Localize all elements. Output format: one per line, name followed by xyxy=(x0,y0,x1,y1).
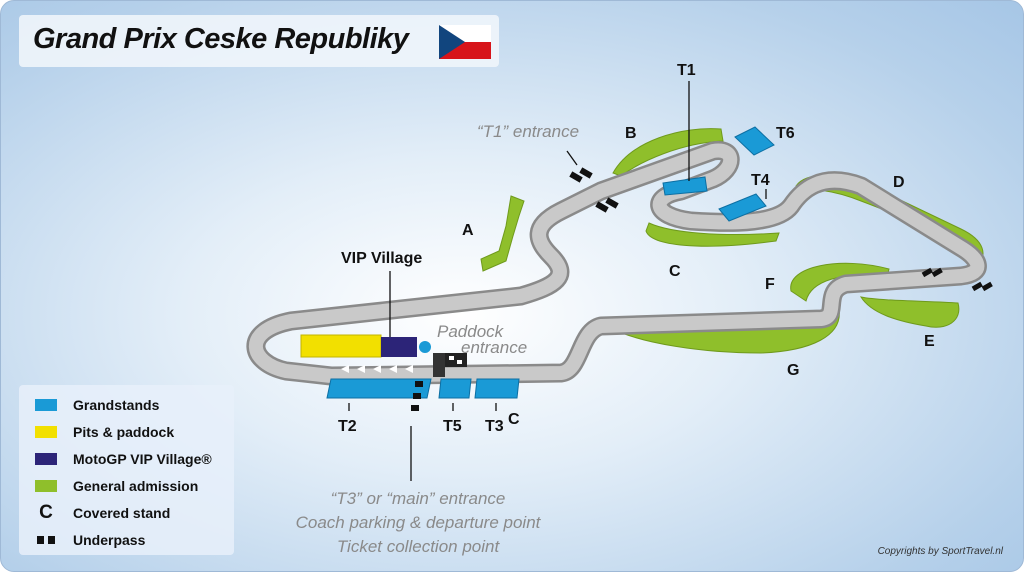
covered-letter-icon: C xyxy=(39,502,53,523)
main-entrance-line: “T3” or “main” entrance xyxy=(330,489,506,508)
czech-flag-icon xyxy=(439,25,491,59)
legend-item-covered: C Covered stand xyxy=(35,503,170,523)
vip-swatch-icon xyxy=(35,453,57,465)
label-b: B xyxy=(625,125,637,142)
title-box: Grand Prix Ceske Republiky xyxy=(19,15,499,67)
main-entrance-label: “T3” or “main” entrance Coach parking & … xyxy=(263,487,573,559)
label-t2: T2 xyxy=(338,418,357,435)
grandstand-t4 xyxy=(718,193,767,222)
label-t5: T5 xyxy=(443,418,462,435)
label-t3-covered: C xyxy=(508,411,520,428)
legend-label: Underpass xyxy=(73,532,146,548)
vip-village xyxy=(381,337,417,357)
grandstand-swatch-icon xyxy=(35,399,57,411)
grandstand-t5 xyxy=(438,378,472,399)
grandstand-t2 xyxy=(326,378,432,399)
pits-paddock xyxy=(300,334,382,358)
legend-label: Grandstands xyxy=(73,397,160,413)
label-t1: T1 xyxy=(677,62,696,79)
grandstand-t6 xyxy=(734,126,775,156)
label-a: A xyxy=(462,222,474,239)
legend-item-ga: General admission xyxy=(35,476,198,496)
ga-area-b xyxy=(612,128,724,177)
underpass-icon xyxy=(35,534,57,546)
legend-item-vip: MotoGP VIP Village® xyxy=(35,449,212,469)
legend-item-underpass: Underpass xyxy=(35,530,145,550)
t1-entrance-label: “T1” entrance xyxy=(477,122,579,141)
legend: Grandstands Pits & paddock MotoGP VIP Vi… xyxy=(19,385,234,555)
ga-area-f xyxy=(790,262,890,302)
pits-swatch-icon xyxy=(35,426,57,438)
label-c: C xyxy=(669,263,681,280)
pit-lane-arrows xyxy=(341,365,413,373)
checkered-flag-icon xyxy=(433,353,467,377)
vip-marker xyxy=(419,341,431,353)
label-g: G xyxy=(787,362,799,379)
label-f: F xyxy=(765,276,775,293)
legend-label: MotoGP VIP Village® xyxy=(73,451,212,467)
legend-item-pits: Pits & paddock xyxy=(35,422,174,442)
label-d: D xyxy=(893,174,905,191)
coach-parking-line: Coach parking & departure point xyxy=(295,513,541,532)
paddock-entrance-label-2: entrance xyxy=(461,338,527,357)
label-e: E xyxy=(924,333,935,350)
label-vip-village: VIP Village xyxy=(341,250,422,267)
paddock-entrance-label-1: Paddock xyxy=(437,322,505,341)
ga-swatch-icon xyxy=(35,480,57,492)
legend-label: General admission xyxy=(73,478,199,494)
legend-label: Covered stand xyxy=(73,505,171,521)
legend-label: Pits & paddock xyxy=(73,424,175,440)
underpass-markers xyxy=(411,167,993,411)
ga-area-a xyxy=(480,195,525,272)
label-t4: T4 xyxy=(751,172,770,189)
ga-area-e xyxy=(859,296,960,328)
label-t3: T3 xyxy=(485,418,504,435)
copyright: Copyrights by SportTravel.nl xyxy=(877,546,1003,557)
grandstand-t3 xyxy=(474,378,520,399)
grandstand-t1 xyxy=(662,176,708,196)
ticket-collection-line: Ticket collection point xyxy=(336,537,500,556)
page-title: Grand Prix Ceske Republiky xyxy=(33,23,409,55)
label-t6: T6 xyxy=(776,125,795,142)
ga-area-c xyxy=(645,222,780,247)
legend-item-grandstands: Grandstands xyxy=(35,395,159,415)
